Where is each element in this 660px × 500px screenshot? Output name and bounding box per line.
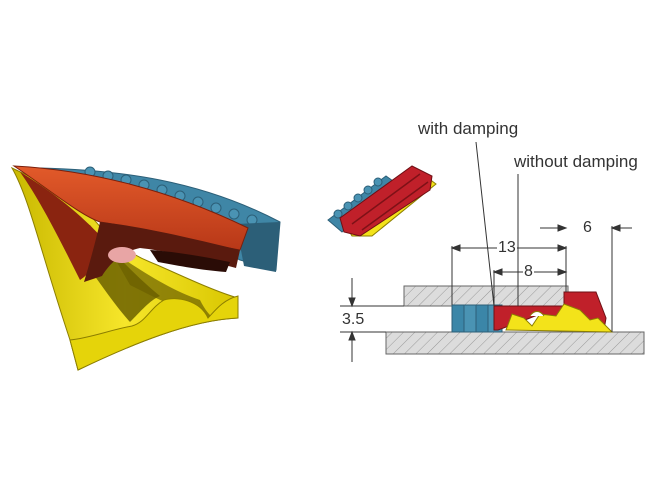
small-red-cover xyxy=(339,165,433,237)
seal-small-illustration xyxy=(327,165,437,237)
without-damping-label: without damping xyxy=(514,152,638,171)
yellow-guide-profile xyxy=(505,303,614,333)
pink-inner-core xyxy=(108,247,136,263)
dimension-6: 6 xyxy=(582,219,593,236)
red-cover-lip xyxy=(20,172,104,280)
top-plate xyxy=(403,285,569,307)
leader-with-damping xyxy=(475,141,495,307)
small-red-ribs xyxy=(351,173,429,231)
cross-section xyxy=(385,285,645,355)
dimension-8: 8 xyxy=(523,263,534,280)
with-damping-label: with damping xyxy=(418,119,519,138)
seal-3d-illustration xyxy=(10,165,281,371)
dimension-13: 13 xyxy=(497,239,517,256)
bottom-plate xyxy=(385,331,645,355)
yellow-front-face xyxy=(69,295,239,371)
red-cover-end xyxy=(84,222,240,282)
yellow-notch xyxy=(529,311,545,317)
small-blue-teeth xyxy=(333,177,383,219)
dimension-3-5: 3.5 xyxy=(341,311,366,328)
cover-cavity xyxy=(150,250,230,272)
blue-end-face xyxy=(236,222,280,272)
